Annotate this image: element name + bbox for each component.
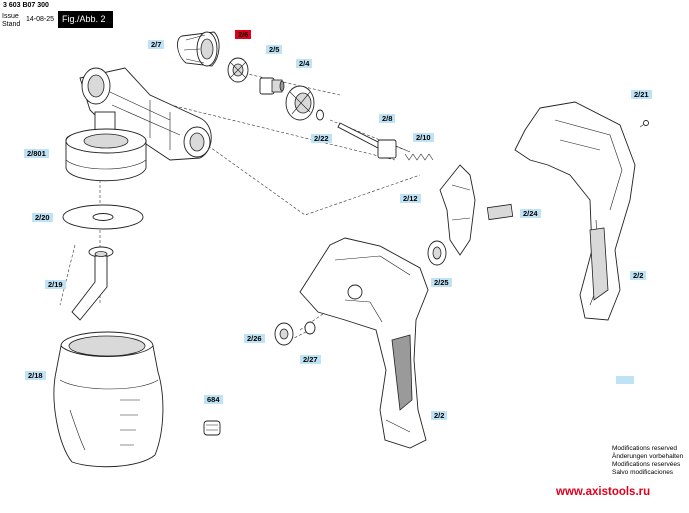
callout-2-8: 2/8 bbox=[379, 114, 396, 123]
air-cap-part bbox=[285, 85, 315, 121]
callout-684: 684 bbox=[204, 395, 223, 404]
adjustment-wheel-part bbox=[427, 240, 447, 266]
blank-callout-tag bbox=[616, 376, 634, 384]
issue-date: 14-08-25 bbox=[26, 16, 55, 23]
issue-label: Issue bbox=[2, 13, 19, 20]
issue-stand-label: Issue Stand bbox=[2, 13, 20, 29]
housing-half-right bbox=[514, 101, 636, 321]
assembly-line-front bbox=[149, 99, 421, 216]
suction-tube-part bbox=[71, 246, 114, 321]
website-link[interactable]: www.axistools.ru bbox=[556, 486, 651, 498]
callout-2-26: 2/26 bbox=[244, 334, 265, 343]
callout-2-2-right: 2/2 bbox=[630, 271, 647, 280]
assembly-line-cup bbox=[59, 180, 101, 306]
paint-container-part bbox=[53, 331, 164, 468]
note-es: Salvo modificaciones bbox=[612, 469, 674, 476]
modification-notes: Modifications reserved Änderungen vorbeh… bbox=[612, 445, 683, 477]
callout-2-2-left: 2/2 bbox=[431, 411, 448, 420]
spray-attachment-body bbox=[79, 67, 212, 161]
container-lid-part bbox=[65, 128, 147, 182]
stand-label: Stand bbox=[2, 21, 21, 28]
note-de: Änderungen vorbehalten bbox=[612, 453, 684, 460]
callout-2-801: 2/801 bbox=[24, 149, 49, 158]
union-nut-part bbox=[177, 31, 220, 67]
callout-2-5: 2/5 bbox=[266, 45, 283, 54]
callout-2-4: 2/4 bbox=[296, 59, 313, 68]
callout-2-12: 2/12 bbox=[400, 194, 421, 203]
callout-2-10: 2/10 bbox=[413, 133, 434, 142]
note-fr: Modifications reservées bbox=[612, 461, 681, 468]
callout-2-18: 2/18 bbox=[25, 371, 46, 380]
callout-2-19: 2/19 bbox=[45, 280, 66, 289]
callout-2-25: 2/25 bbox=[431, 278, 452, 287]
lock-block-part bbox=[486, 203, 514, 221]
o-ring-part bbox=[316, 109, 324, 121]
document-number: 3 603 B07 300 bbox=[3, 2, 49, 9]
nozzle-part bbox=[259, 77, 285, 95]
callout-2-22: 2/22 bbox=[311, 134, 332, 143]
knob-part bbox=[274, 322, 294, 346]
callout-2-20: 2/20 bbox=[32, 213, 53, 222]
housing-half-left bbox=[299, 237, 429, 449]
filter-part bbox=[203, 420, 221, 436]
nozzle-cap-part bbox=[227, 57, 249, 83]
callout-2-7: 2/7 bbox=[148, 40, 165, 49]
screw-part bbox=[639, 120, 649, 128]
seal-part bbox=[62, 204, 144, 230]
callout-2-27: 2/27 bbox=[300, 355, 321, 364]
figure-label: Fig./Abb. 2 bbox=[58, 11, 113, 28]
bracket-part bbox=[439, 164, 476, 256]
washer-part bbox=[304, 321, 316, 335]
valve-needle-part bbox=[337, 122, 411, 159]
callout-2-21: 2/21 bbox=[631, 90, 652, 99]
callout-2-24: 2/24 bbox=[520, 209, 541, 218]
spring-part bbox=[404, 153, 434, 161]
note-en: Modifications reserved bbox=[612, 445, 678, 452]
callout-2-6: 2/6 bbox=[235, 30, 252, 39]
